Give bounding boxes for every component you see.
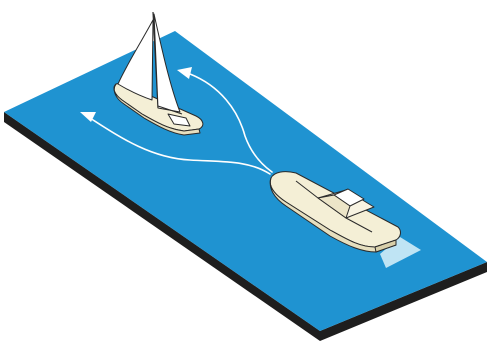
diagram-canvas [0, 0, 489, 346]
